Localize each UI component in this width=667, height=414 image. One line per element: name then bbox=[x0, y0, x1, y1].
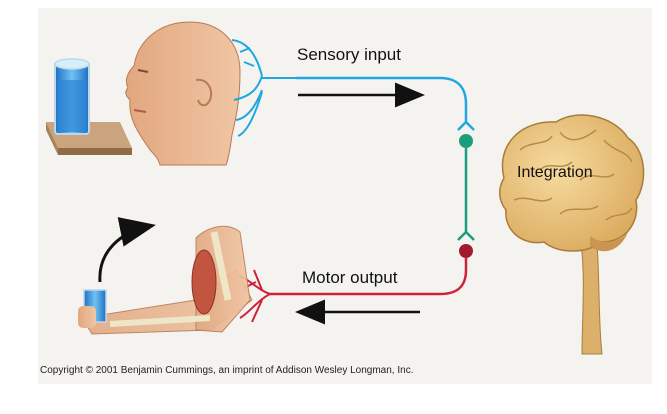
integration-label: Integration bbox=[517, 164, 593, 181]
motor-output-label: Motor output bbox=[302, 268, 398, 287]
biceps-muscle bbox=[191, 249, 217, 315]
sensory-input-label: Sensory input bbox=[297, 45, 401, 64]
motor-synapse-dot bbox=[459, 244, 473, 258]
sensory-nerve-endings bbox=[231, 39, 296, 137]
copyright-notice: Copyright © 2001 Benjamin Cummings, an i… bbox=[40, 365, 414, 376]
sensory-terminal bbox=[457, 120, 475, 131]
sensory-pathway bbox=[296, 76, 468, 122]
arm-with-glass bbox=[78, 225, 253, 335]
movement-arrow bbox=[98, 217, 156, 283]
head-profile bbox=[125, 21, 241, 166]
motor-nerve-endings bbox=[239, 269, 271, 323]
table-with-glass bbox=[46, 58, 132, 155]
motor-pathway bbox=[270, 258, 468, 296]
sensory-synapse-dot bbox=[459, 134, 473, 148]
brain bbox=[499, 114, 645, 355]
connector-terminal bbox=[457, 230, 475, 241]
